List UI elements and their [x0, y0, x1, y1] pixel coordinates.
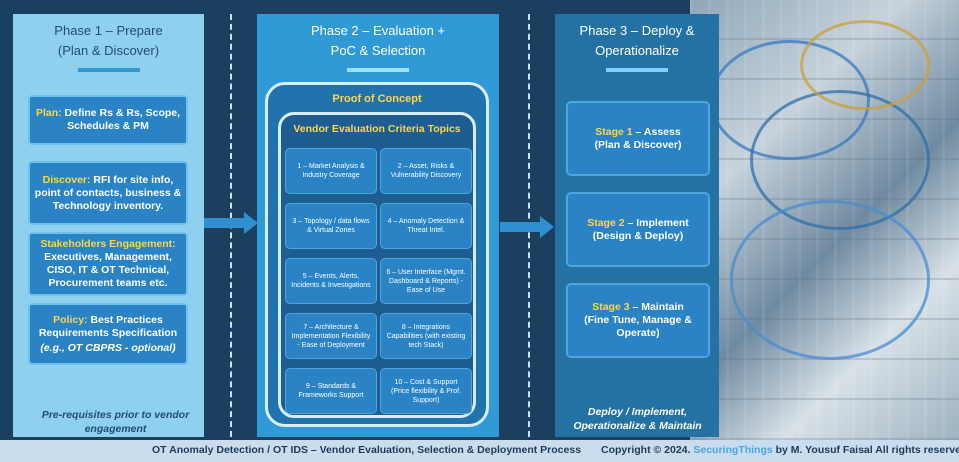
phase2-title: Phase 2 – Evaluation + PoC & Selection	[257, 14, 499, 61]
stage3-heading: Stage 3 – Maintain	[592, 301, 684, 314]
discover-text: RFI for site info, point of contacts, bu…	[34, 173, 182, 212]
criteria-topic: 5 – Events, Alerts, Incidents & Investig…	[285, 258, 377, 304]
stage2-title: – Implement	[624, 216, 689, 229]
phase3-title-line1: Phase 3 – Deploy &	[579, 23, 695, 38]
policy-card-text: Policy: Best Practices Requirements Spec…	[34, 314, 182, 340]
criteria-topic: 1 – Market Analysis & Industry Coverage	[285, 148, 377, 194]
brand-text: SecuringThings	[690, 444, 773, 456]
rights-text: by M. Yousuf Faisal All rights reserved	[772, 444, 959, 456]
stage2-heading: Stage 2 – Implement	[587, 217, 689, 230]
footer-bar: OT Anomaly Detection / OT IDS – Vendor E…	[0, 440, 959, 462]
phase1-title: Phase 1 – Prepare (Plan & Discover)	[13, 14, 204, 61]
stage1-key: Stage 1	[595, 125, 633, 138]
poc-title: Proof of Concept	[332, 93, 422, 105]
criteria-topic: 2 – Asset, Risks & Vulnerability Discove…	[380, 148, 472, 194]
criteria-topic: 10 – Cost & Support (Price flexibility &…	[380, 368, 472, 414]
phase2-title-line1: Phase 2 – Evaluation +	[310, 23, 446, 38]
policy-key: Policy:	[53, 313, 88, 326]
plan-key: Plan:	[35, 107, 62, 119]
stage1-card: Stage 1 – Assess (Plan & Discover)	[566, 101, 710, 176]
stakeholders-key: Stakeholders Engagement:	[40, 238, 176, 250]
criteria-topic: 3 – Topology / data flows & Virtual Zone…	[285, 203, 377, 249]
cable-decoration	[730, 200, 930, 360]
phase1-title-line1: Phase 1 – Prepare	[54, 23, 163, 38]
discover-key: Discover:	[42, 173, 91, 186]
poc-container: Proof of Concept Vendor Evaluation Crite…	[265, 82, 489, 427]
criteria-topic: 9 – Standards & Frameworks Support	[285, 368, 377, 414]
stage3-sub: (Fine Tune, Manage & Operate)	[584, 314, 692, 339]
criteria-topic: 7 – Architecture & Implementation Flexib…	[285, 313, 377, 359]
stage1-title: – Assess	[632, 125, 681, 138]
stage2-card: Stage 2 – Implement (Design & Deploy)	[566, 192, 710, 267]
policy-extra: (e.g., OT CBPRS - optional)	[40, 341, 176, 354]
vendor-criteria-container: Vendor Evaluation Criteria Topics 1 – Ma…	[278, 112, 476, 418]
phase1-note: Pre-requisites prior to vendor engagemen…	[28, 408, 203, 436]
discover-card: Discover: RFI for site info, point of co…	[28, 161, 188, 225]
stage1-sub: (Plan & Discover)	[594, 138, 682, 151]
stage2-key: Stage 2	[587, 216, 625, 229]
criteria-topic: 8 – Integrations Capabilities (with exis…	[380, 313, 472, 359]
footer-copyright: Copyright © 2024. SecuringThings by M. Y…	[601, 444, 959, 456]
cable-decoration	[800, 20, 930, 110]
policy-text: Best Practices Requirements Specificatio…	[38, 313, 178, 339]
phase1-title-line2: (Plan & Discover)	[57, 43, 160, 58]
stage3-card: Stage 3 – Maintain (Fine Tune, Manage & …	[566, 283, 710, 358]
stage1-heading: Stage 1 – Assess	[595, 126, 680, 139]
policy-card: Policy: Best Practices Requirements Spec…	[28, 303, 188, 365]
phase1-column: Phase 1 – Prepare (Plan & Discover)	[13, 14, 204, 437]
phase3-title-rule	[606, 68, 668, 72]
stakeholders-text: Executives, Management, CISO, IT & OT Te…	[44, 251, 172, 289]
copyright-text: Copyright © 2024.	[601, 444, 691, 456]
phase1-note-line2: engagement	[84, 423, 147, 435]
criteria-topic: 4 – Anomaly Detection & Threat Intel.	[380, 203, 472, 249]
phase3-note-line2: Operationalize & Maintain	[573, 420, 702, 432]
discover-card-text: Discover: RFI for site info, point of co…	[34, 174, 182, 213]
stakeholders-card-text: Stakeholders Engagement: Executives, Man…	[34, 238, 182, 290]
footer-caption: OT Anomaly Detection / OT IDS – Vendor E…	[152, 444, 582, 456]
phase2-title-rule	[347, 68, 409, 72]
phase3-note: Deploy / Implement, Operationalize & Mai…	[560, 405, 715, 433]
vendor-criteria-title: Vendor Evaluation Criteria Topics	[293, 123, 461, 135]
arrow-right-icon	[204, 212, 258, 234]
plan-card: Plan: Define Rs & Rs, Scope, Schedules &…	[28, 95, 188, 145]
stage3-title: – Maintain	[629, 301, 684, 313]
server-rack-photo	[690, 0, 959, 440]
phase2-title-line2: PoC & Selection	[330, 43, 426, 58]
phase1-note-line1: Pre-requisites prior to vendor	[41, 409, 190, 421]
phase1-title-rule	[77, 68, 140, 72]
stage3-key: Stage 3	[592, 301, 630, 313]
phase3-title: Phase 3 – Deploy & Operationalize	[555, 14, 719, 61]
phase3-note-line1: Deploy / Implement,	[587, 406, 688, 418]
stage2-sub: (Design & Deploy)	[592, 229, 684, 242]
arrow-right-icon	[500, 216, 554, 238]
plan-card-text: Plan: Define Rs & Rs, Scope, Schedules &…	[34, 107, 182, 133]
plan-text: Define Rs & Rs, Scope, Schedules & PM	[61, 107, 181, 132]
stakeholders-card: Stakeholders Engagement: Executives, Man…	[28, 232, 188, 296]
criteria-topic: 6 – User Interface (Mgmt. Dashboard & Re…	[380, 258, 472, 304]
phase3-title-line2: Operationalize	[595, 43, 679, 58]
